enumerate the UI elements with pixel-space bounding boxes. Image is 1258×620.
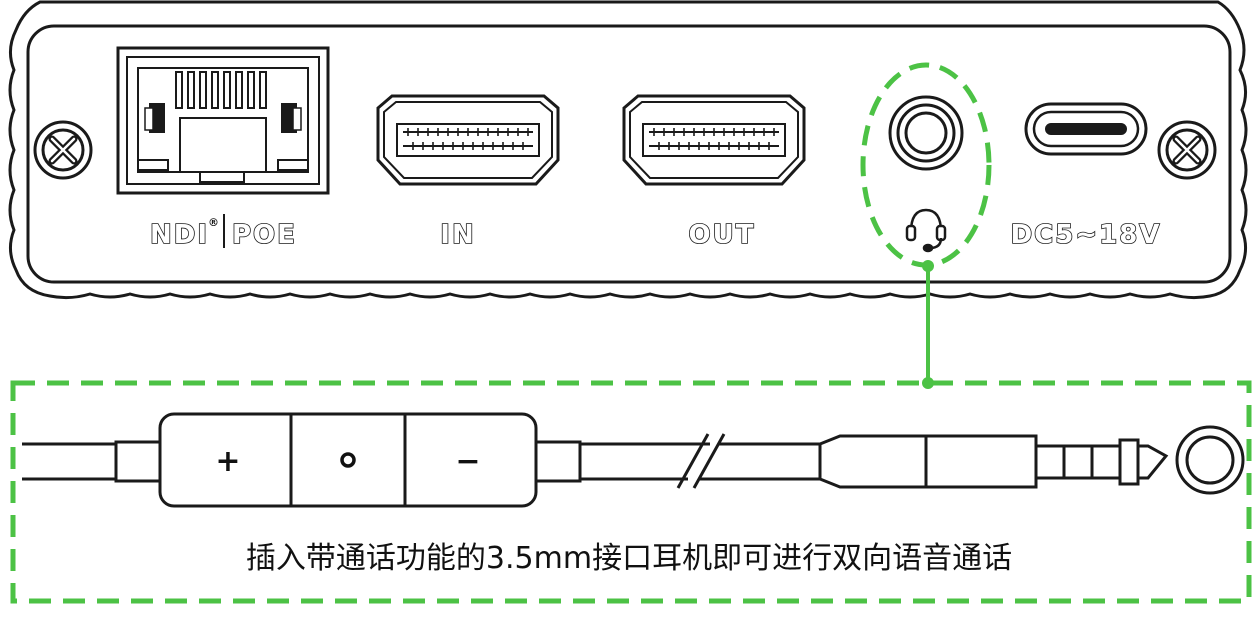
screw-right <box>1157 120 1217 180</box>
headset-icon <box>905 208 947 253</box>
rj45-port <box>116 46 330 195</box>
jack-end-icon <box>1175 425 1245 495</box>
chassis-front-panel <box>26 24 1232 284</box>
rj45-pins <box>175 71 267 109</box>
play-pause-button <box>340 452 356 468</box>
volume-down-button: − <box>455 444 480 479</box>
port-labels: NDI ® POE IN OUT DC5~18V <box>149 214 1162 251</box>
jack-highlight <box>860 62 992 389</box>
ndi-label: NDI <box>150 220 209 250</box>
headset-callout-box <box>10 380 1252 604</box>
poe-label: POE <box>232 220 297 250</box>
volume-up-button: + <box>215 444 240 479</box>
callout-dot-bottom <box>922 377 934 389</box>
trrs-plug <box>1034 438 1169 486</box>
screw-left <box>33 120 93 180</box>
hdmi-in-label: IN <box>440 220 475 250</box>
headset-caption: 插入带通话功能的3.5mm接口耳机即可进行双向语音通话 <box>245 541 1013 576</box>
device-chassis <box>8 0 1248 300</box>
usb-c-port <box>1024 102 1148 156</box>
power-label: DC5~18V <box>1011 220 1162 250</box>
hdmi-out-port <box>622 94 806 186</box>
chassis-outer-rim <box>8 0 1248 300</box>
hdmi-in-port <box>376 94 560 186</box>
ndi-registered-mark: ® <box>208 216 219 229</box>
hdmi-out-label: OUT <box>689 220 756 250</box>
headset-cable <box>22 412 1245 508</box>
audio-jack-port <box>888 95 964 171</box>
